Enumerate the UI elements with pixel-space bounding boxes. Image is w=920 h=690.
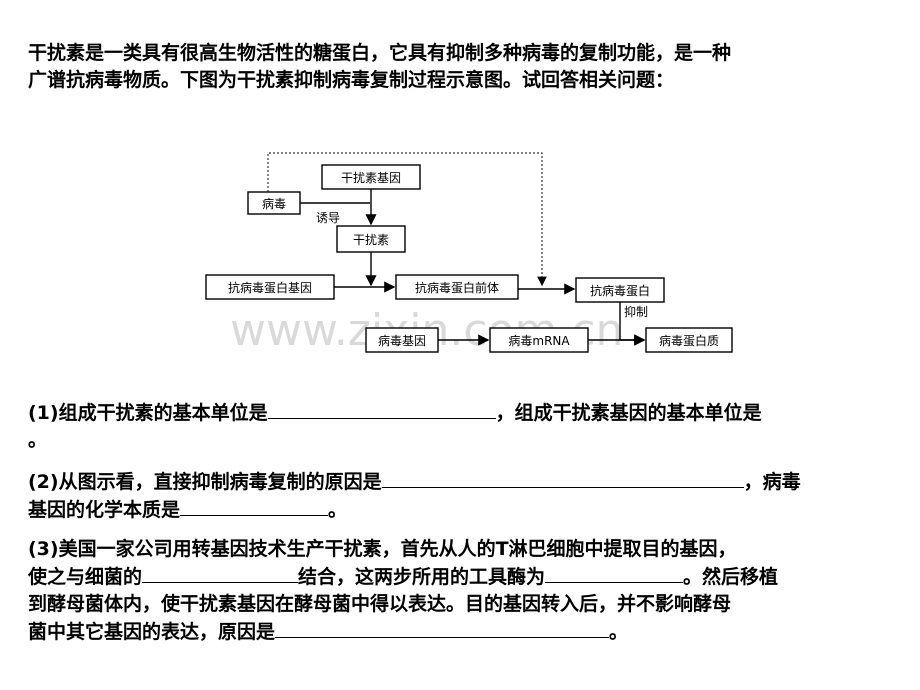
q1-text-c: 。 <box>28 429 48 451</box>
label-induce: 诱导 <box>316 211 340 225</box>
intro-paragraph: 干扰素是一类具有很高生物活性的糖蛋白，它具有抑制多种病毒的复制功能，是一种 广谱… <box>28 40 898 94</box>
node-viral-protein: 病毒蛋白质 <box>645 327 733 353</box>
q3-text-d: 。然后移植 <box>683 566 779 588</box>
q3-blank-3[interactable] <box>275 618 610 638</box>
svg-text:抗病毒蛋白: 抗病毒蛋白 <box>590 283 650 298</box>
q3-text-b: 使之与细菌的 <box>28 566 143 588</box>
q1-text-a: (1)组成干扰素的基本单位是 <box>28 402 268 424</box>
q2-text-d: 。 <box>328 499 348 521</box>
intro-line-2: 广谱抗病毒物质。下图为干扰素抑制病毒复制过程示意图。试回答相关问题： <box>28 69 675 91</box>
q2-text-b: ，病毒 <box>743 471 801 493</box>
node-viral-mrna: 病毒mRNA <box>489 327 589 353</box>
node-antiviral-protein-gene: 抗病毒蛋白基因 <box>205 274 335 300</box>
node-antiviral-protein: 抗病毒蛋白 <box>575 277 665 303</box>
q3-blank-2[interactable] <box>545 563 684 583</box>
svg-text:病毒mRNA: 病毒mRNA <box>508 333 570 348</box>
svg-text:病毒: 病毒 <box>262 196 286 211</box>
intro-line-1: 干扰素是一类具有很高生物活性的糖蛋白，它具有抑制多种病毒的复制功能，是一种 <box>28 42 732 64</box>
label-inhibit: 抑制 <box>624 304 648 319</box>
node-antiviral-protein-precursor: 抗病毒蛋白前体 <box>395 274 519 300</box>
node-interferon-gene: 干扰素基因 <box>321 164 421 190</box>
svg-text:干扰素基因: 干扰素基因 <box>341 171 401 185</box>
q1-blank-1[interactable] <box>267 399 496 419</box>
q3-line-3: 到酵母菌体内，使干扰素基因在酵母菌中得以表达。目的基因转入后，并不影响酵母 <box>28 593 732 615</box>
q3-text-c: 结合，这两步所用的工具酶为 <box>298 566 546 588</box>
q3-text-g: 。 <box>609 621 629 643</box>
node-viral-gene: 病毒基因 <box>365 327 439 353</box>
q2-text-c: 基因的化学本质是 <box>28 499 181 521</box>
question-3: (3)美国一家公司用转基因技术生产干扰素，首先从人的T淋巴细胞中提取目的基因， … <box>28 536 898 646</box>
node-virus: 病毒 <box>247 191 301 215</box>
q3-line-1: (3)美国一家公司用转基因技术生产干扰素，首先从人的T淋巴细胞中提取目的基因， <box>28 538 737 560</box>
svg-text:病毒基因: 病毒基因 <box>378 333 426 348</box>
q1-text-b: ，组成干扰素基因的基本单位是 <box>495 402 762 424</box>
q3-blank-1[interactable] <box>142 563 299 583</box>
q2-text-a: (2)从图示看，直接抑制病毒复制的原因是 <box>28 471 382 493</box>
question-1: (1)组成干扰素的基本单位是 ，组成干扰素基因的基本单位是 。 <box>28 399 898 454</box>
node-interferon: 干扰素 <box>336 225 406 253</box>
question-2: (2)从图示看，直接抑制病毒复制的原因是 ，病毒 基因的化学本质是 。 <box>28 468 898 524</box>
q2-blank-1[interactable] <box>381 468 744 488</box>
q2-blank-2[interactable] <box>180 496 329 516</box>
svg-text:病毒蛋白质: 病毒蛋白质 <box>659 333 719 348</box>
svg-text:干扰素: 干扰素 <box>353 233 389 247</box>
virus-loop-edge <box>267 152 547 287</box>
q3-text-f: 菌中其它基因的表达，原因是 <box>28 621 276 643</box>
svg-text:抗病毒蛋白前体: 抗病毒蛋白前体 <box>415 280 499 295</box>
svg-text:抗病毒蛋白基因: 抗病毒蛋白基因 <box>228 280 312 295</box>
